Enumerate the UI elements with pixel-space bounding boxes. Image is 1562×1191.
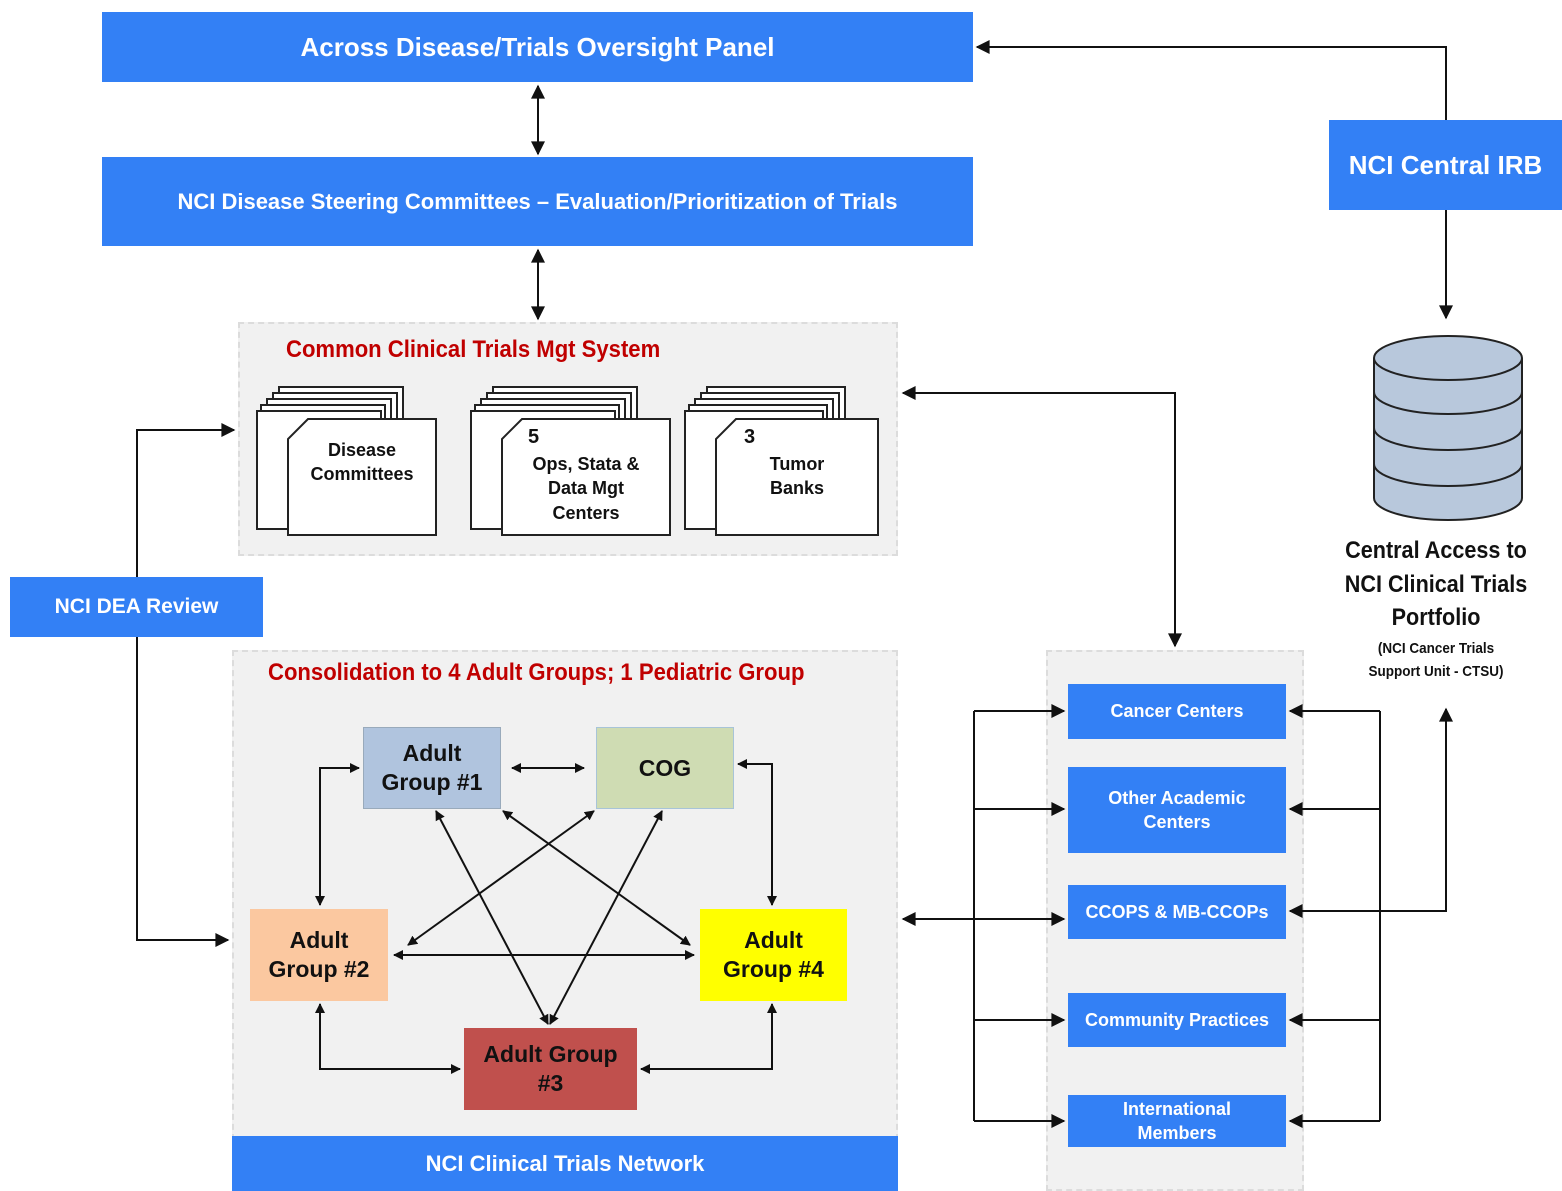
adult-group-3: Adult Group #3 <box>464 1028 637 1110</box>
database-icon <box>1373 335 1523 521</box>
adult-group-1: Adult Group #1 <box>363 727 501 809</box>
portfolio-subtitle: (NCI Cancer Trials Support Unit - CTSU) <box>1368 640 1504 680</box>
site-label: International Members <box>1122 1098 1231 1143</box>
site-label: CCOPS & MB-CCOPs <box>1085 901 1269 922</box>
doc-stack-disease-committees: Disease Committees <box>256 386 438 538</box>
steering-committees-label: NCI Disease Steering Committees – Evalua… <box>177 188 898 214</box>
dea-review-box: NCI DEA Review <box>10 577 263 637</box>
oversight-panel-label: Across Disease/Trials Oversight Panel <box>300 31 775 62</box>
adult-group-4: Adult Group #4 <box>700 909 847 1001</box>
adult-group-2: Adult Group #2 <box>250 909 388 1001</box>
doc-front-shape <box>501 418 671 536</box>
doc-stack-tumor-banks: 3 Tumor Banks <box>684 386 880 538</box>
arrow-dea-group2 <box>136 637 230 947</box>
network-title: Consolidation to 4 Adult Groups; 1 Pedia… <box>268 659 805 686</box>
doc-front-shape <box>715 418 879 536</box>
arrow-ctms-sites <box>901 386 1182 648</box>
network-footer-label: NCI Clinical Trials Network <box>425 1150 705 1176</box>
central-irb-label: NCI Central IRB <box>1348 149 1543 180</box>
site-other-academic: Other Academic Centers <box>1068 767 1286 853</box>
cog-group: COG <box>596 727 734 809</box>
doc-count: 5 <box>528 426 540 448</box>
doc-front-shape <box>287 418 437 536</box>
network-footer-box: NCI Clinical Trials Network <box>232 1136 898 1191</box>
doc-count: 3 <box>744 426 756 448</box>
site-international: International Members <box>1068 1095 1286 1147</box>
arrow-ccops-portfolio <box>1288 707 1453 918</box>
doc-stack-ops-centers: 5 Ops, Stata & Data Mgt Centers <box>470 386 672 538</box>
steering-committees-box: NCI Disease Steering Committees – Evalua… <box>102 157 973 246</box>
doc-label: Disease Committees <box>310 440 414 485</box>
site-label: Community Practices <box>1084 1009 1270 1030</box>
site-label: Cancer Centers <box>1110 701 1244 722</box>
site-community-practices: Community Practices <box>1068 993 1286 1047</box>
oversight-panel-box: Across Disease/Trials Oversight Panel <box>102 12 973 82</box>
site-cancer-centers: Cancer Centers <box>1068 684 1286 739</box>
doc-label: Tumor Banks <box>769 454 825 499</box>
arrow-irb-oversight <box>975 40 1447 120</box>
portfolio-title: Central Access to NCI Clinical Trials Po… <box>1344 537 1528 632</box>
site-label: Other Academic Centers <box>1108 787 1246 832</box>
arrow-dea-ctms <box>136 423 236 577</box>
doc-label: Ops, Stata & Data Mgt Centers <box>532 454 640 523</box>
ctms-title: Common Clinical Trials Mgt System <box>286 336 661 363</box>
dea-review-label: NCI DEA Review <box>54 595 219 618</box>
central-irb-box: NCI Central IRB <box>1329 120 1562 210</box>
site-ccops: CCOPS & MB-CCOPs <box>1068 885 1286 939</box>
